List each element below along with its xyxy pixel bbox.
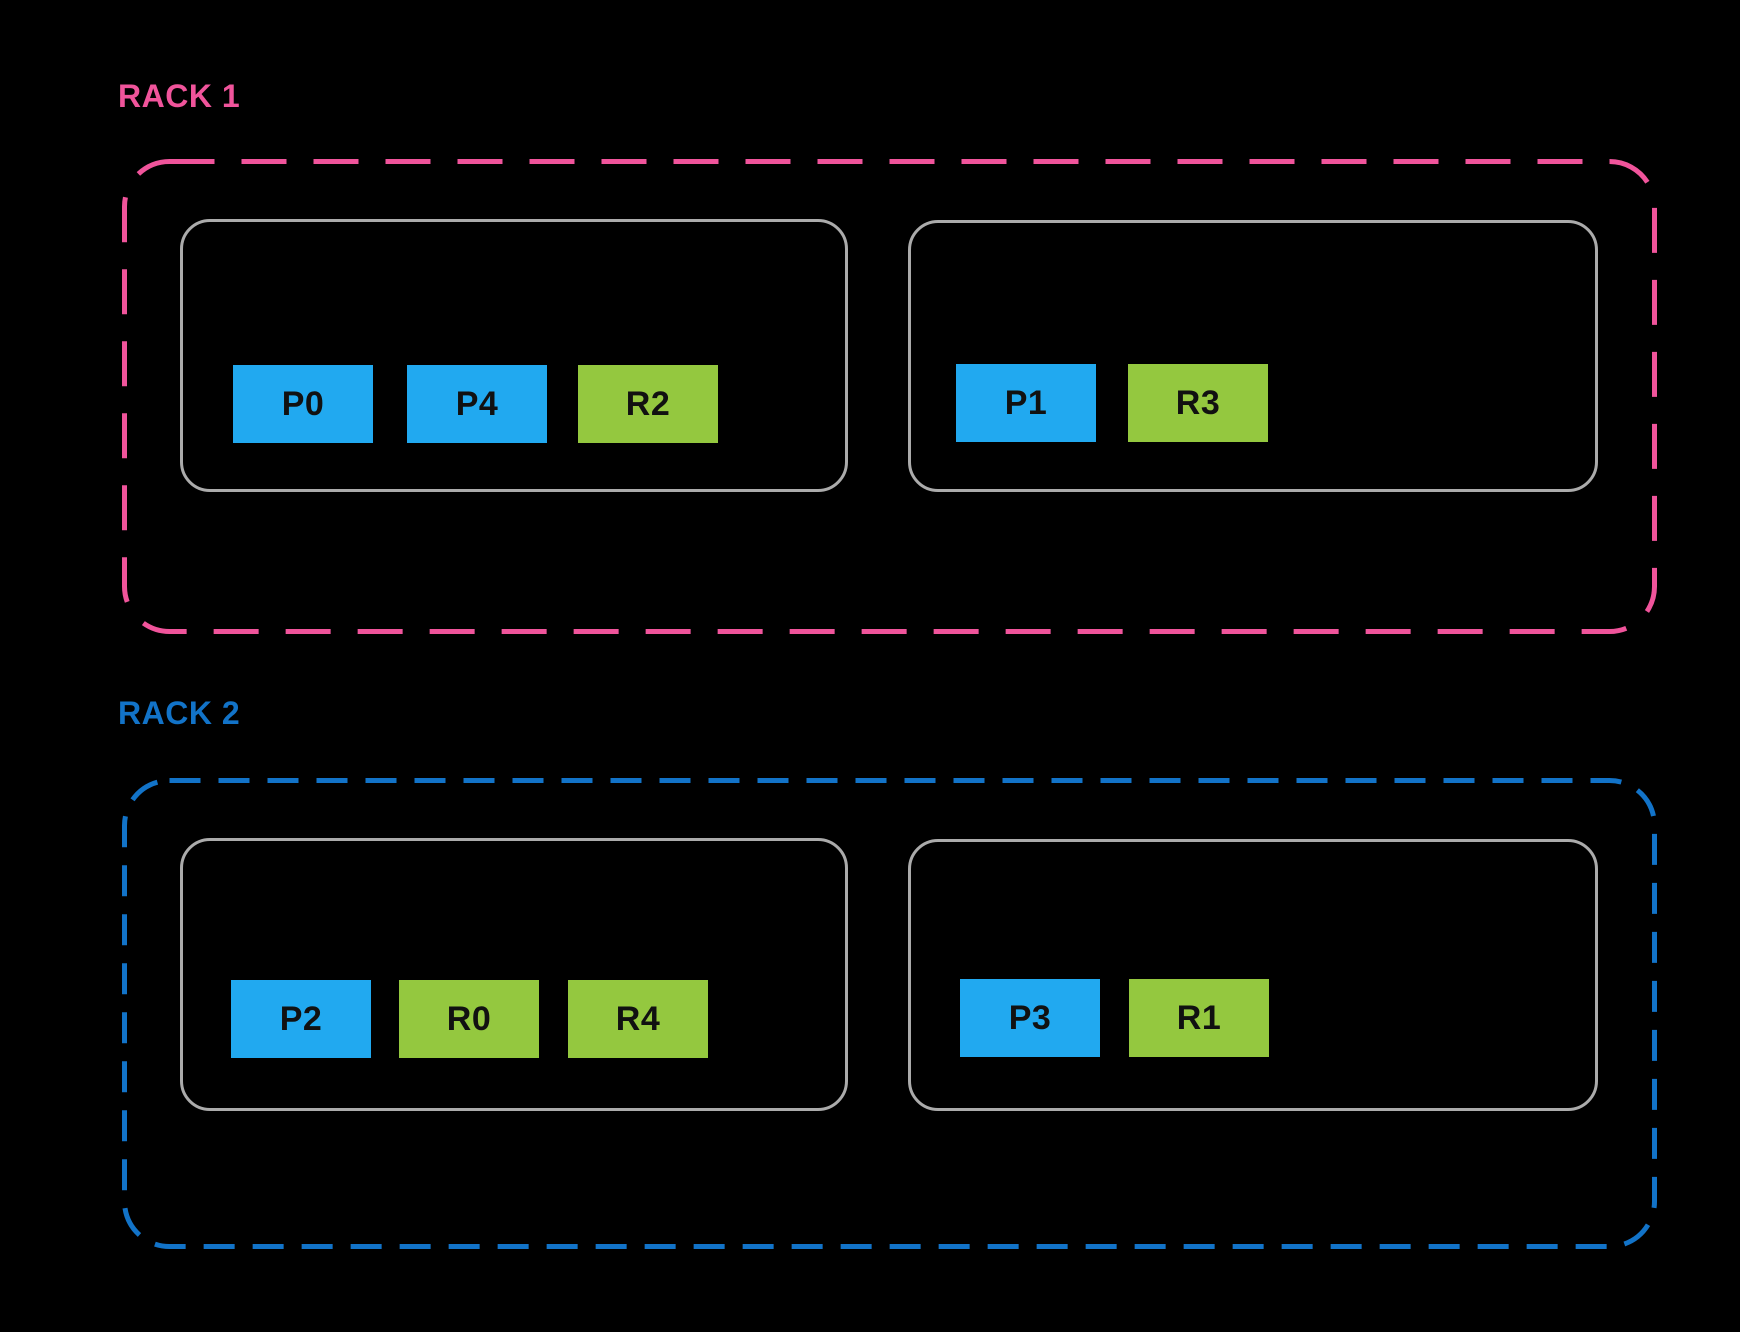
slot-r3: R3 [1128,364,1268,442]
rack2-container: P2 R0 R4 P3 R1 [122,778,1657,1249]
slot-r4: R4 [568,980,708,1058]
rack1-label: RACK 1 [118,78,241,114]
rack2-host-1: P2 R0 R4 [180,838,848,1111]
rack2-dashed-border [122,778,1657,1249]
rack1-dashed-border [122,159,1657,634]
slot-p0: P0 [233,365,373,443]
rack1-host-1: P0 P4 R2 [180,219,848,492]
rack1-container: P0 P4 R2 P1 R3 [122,159,1657,634]
slot-r2: R2 [578,365,718,443]
slot-r0: R0 [399,980,539,1058]
slot-p2: P2 [231,980,371,1058]
rack1-host-2: P1 R3 [908,220,1598,492]
slot-p4: P4 [407,365,547,443]
rack2-host-2: P3 R1 [908,839,1598,1111]
rack2-label: RACK 2 [118,695,241,731]
slot-p3: P3 [960,979,1100,1057]
rack2-border-rect [122,778,1657,1249]
rack1-border-rect [122,159,1657,634]
slot-p1: P1 [956,364,1096,442]
slot-r1: R1 [1129,979,1269,1057]
